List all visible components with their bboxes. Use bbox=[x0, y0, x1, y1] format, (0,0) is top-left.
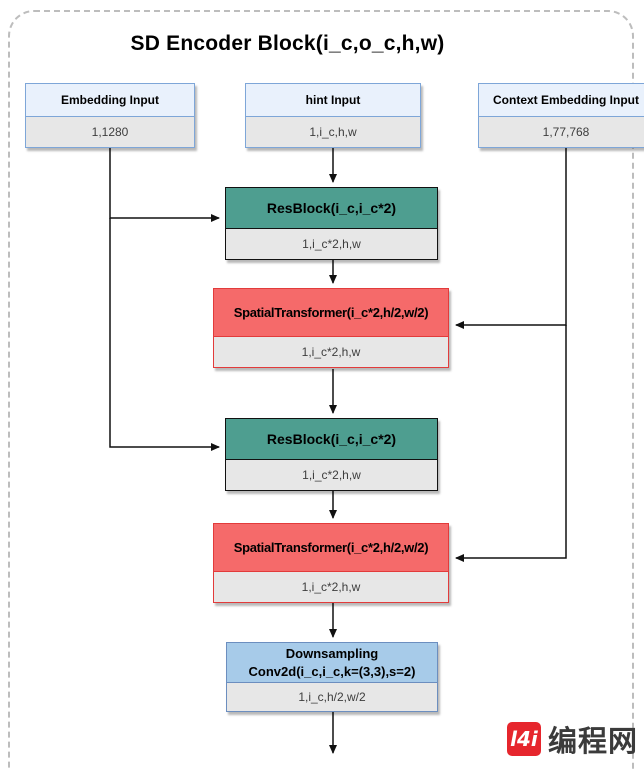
diagram-title: SD Encoder Block(i_c,o_c,h,w) bbox=[130, 32, 445, 55]
node-spatial-transformer-2: SpatialTransformer(i_c*2,h/2,w/2) 1,i_c*… bbox=[213, 523, 449, 603]
node-shape: 1,i_c*2,h,w bbox=[226, 229, 437, 259]
node-context-embedding-input: Context Embedding Input 1,77,768 bbox=[478, 83, 644, 148]
node-shape: 1,i_c*2,h,w bbox=[214, 572, 448, 602]
node-label: Downsampling Conv2d(i_c,i_c,k=(3,3),s=2) bbox=[227, 643, 437, 683]
node-resblock-1: ResBlock(i_c,i_c*2) 1,i_c*2,h,w bbox=[225, 187, 438, 260]
node-embedding-input: Embedding Input 1,1280 bbox=[25, 83, 195, 148]
node-label: Embedding Input bbox=[26, 84, 194, 117]
node-shape: 1,1280 bbox=[26, 117, 194, 147]
node-label-line2: Conv2d(i_c,i_c,k=(3,3),s=2) bbox=[248, 663, 416, 679]
watermark-site-name: 编程网 bbox=[547, 724, 638, 758]
node-label-line1: Downsampling bbox=[285, 645, 379, 661]
connector-embedding-to-resblock2 bbox=[109, 218, 220, 451]
node-shape: 1,i_c*2,h,w bbox=[226, 460, 437, 490]
connector-context-to-transformer2 bbox=[455, 325, 567, 562]
node-shape: 1,i_c,h,w bbox=[246, 117, 420, 147]
node-hint-input: hint Input 1,i_c,h,w bbox=[245, 83, 421, 148]
connector-context-to-transformer1 bbox=[455, 147, 567, 329]
node-shape: 1,77,768 bbox=[479, 117, 644, 147]
node-downsampling: Downsampling Conv2d(i_c,i_c,k=(3,3),s=2)… bbox=[226, 642, 438, 712]
node-spatial-transformer-1: SpatialTransformer(i_c*2,h/2,w/2) 1,i_c*… bbox=[213, 288, 449, 368]
watermark: l4i 编程网 bbox=[506, 718, 638, 760]
node-label: Context Embedding Input bbox=[479, 84, 644, 117]
connector-embedding-to-resblock1 bbox=[109, 147, 220, 222]
node-label: hint Input bbox=[246, 84, 420, 117]
node-shape: 1,i_c*2,h,w bbox=[214, 337, 448, 367]
node-shape: 1,i_c,h/2,w/2 bbox=[227, 683, 437, 711]
node-label: SpatialTransformer(i_c*2,h/2,w/2) bbox=[214, 524, 448, 572]
node-resblock-2: ResBlock(i_c,i_c*2) 1,i_c*2,h,w bbox=[225, 418, 438, 491]
node-label: ResBlock(i_c,i_c*2) bbox=[226, 419, 437, 460]
bianchengwang-logo-icon: l4i bbox=[506, 722, 541, 756]
node-label: ResBlock(i_c,i_c*2) bbox=[226, 188, 437, 229]
node-label: SpatialTransformer(i_c*2,h/2,w/2) bbox=[214, 289, 448, 337]
